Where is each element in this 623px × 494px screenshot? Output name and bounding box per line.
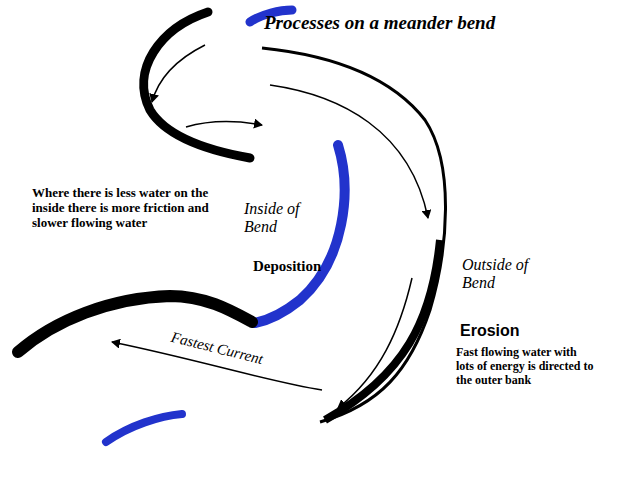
river-bank	[106, 414, 182, 442]
bend-label: Outside of Bend	[462, 256, 532, 293]
process-label: Deposition	[253, 258, 321, 275]
bend-label: Inside of Bend	[244, 200, 304, 237]
flow-arrow	[270, 85, 428, 218]
flow-arrow	[338, 278, 412, 408]
note: Where there is less water on the inside …	[32, 186, 242, 231]
process-label: Erosion	[460, 322, 520, 340]
river-bank	[325, 240, 440, 420]
current-label: Fastest Current	[167, 328, 266, 368]
river-bank	[262, 48, 446, 422]
flow-arrow	[152, 45, 205, 102]
river-bank	[144, 12, 250, 158]
flow-arrow	[186, 121, 262, 127]
diagram-title: Processes on a meander bend	[264, 12, 495, 34]
note: Fast flowing water with lots of energy i…	[456, 346, 596, 387]
